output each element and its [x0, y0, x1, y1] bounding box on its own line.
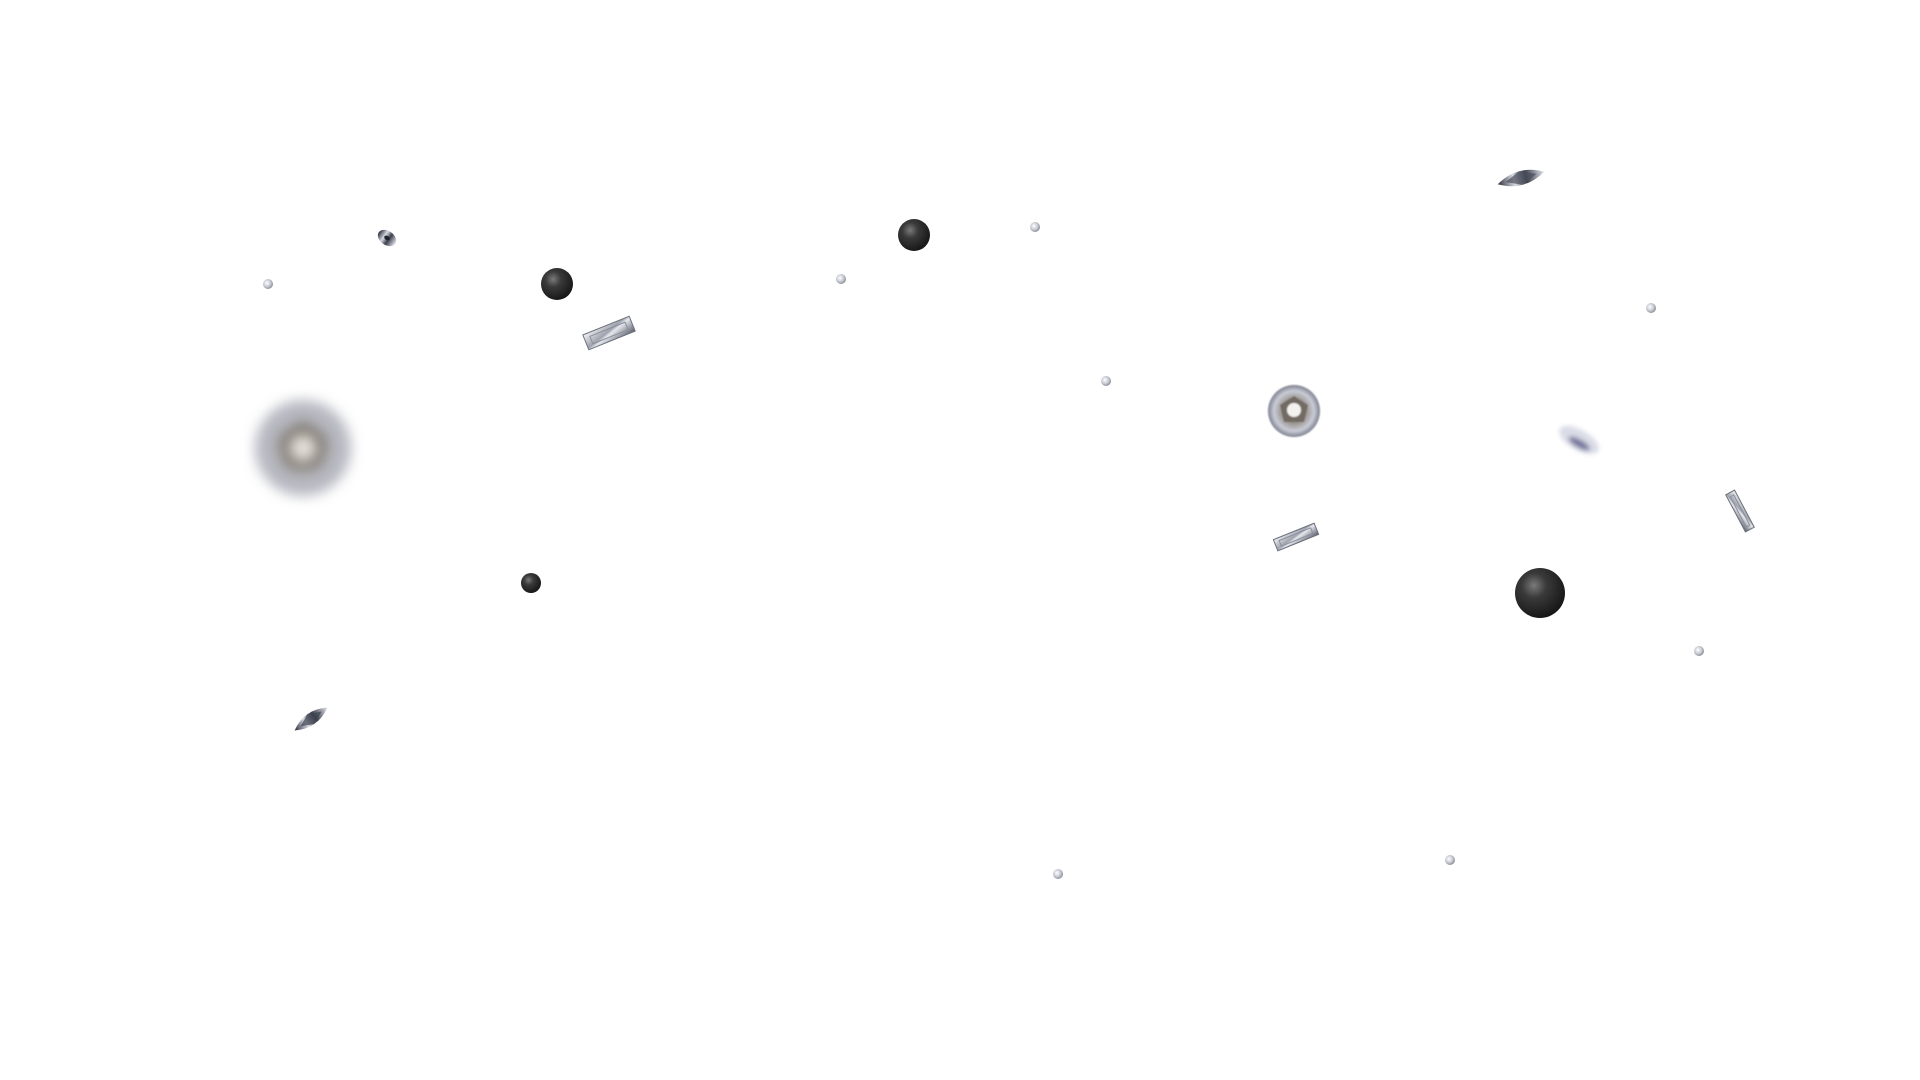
- diamond-icon: [1646, 303, 1656, 313]
- marquise-diamond-icon: [294, 707, 328, 731]
- diamond-icon: [1053, 869, 1063, 879]
- diamond-icon: [263, 279, 273, 289]
- marquise-diamond-icon: [1497, 169, 1545, 187]
- round-brilliant-icon: [377, 229, 397, 247]
- diamond-icon: [1101, 376, 1111, 386]
- round-brilliant-icon: [257, 402, 349, 494]
- baguette-diamond-icon: [1272, 522, 1320, 552]
- black-pearl-icon: [521, 573, 541, 593]
- baguette-diamond-icon: [1725, 489, 1755, 533]
- black-pearl-icon: [898, 219, 930, 251]
- diamond-icon: [1445, 855, 1455, 865]
- diamond-icon: [836, 274, 846, 284]
- diamond-icon: [1030, 222, 1040, 232]
- marquise-diamond-icon: [1559, 426, 1599, 454]
- round-brilliant-icon: [1268, 385, 1320, 437]
- black-pearl-icon: [1515, 568, 1565, 618]
- baguette-diamond-icon: [582, 315, 636, 351]
- black-pearl-icon: [541, 268, 573, 300]
- diamond-icon: [1694, 646, 1704, 656]
